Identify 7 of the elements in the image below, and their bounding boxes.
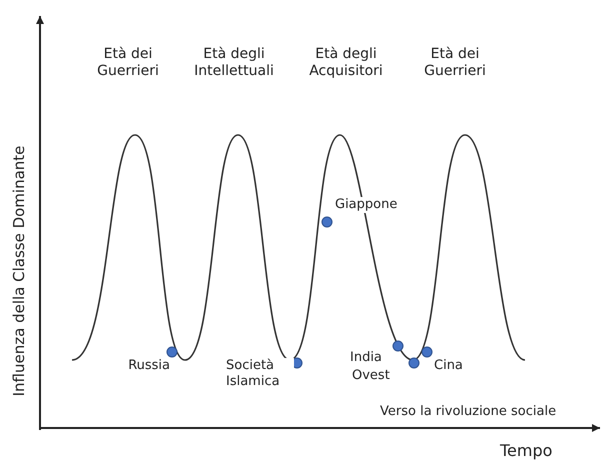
annotation-text: Verso la rivoluzione sociale (380, 404, 558, 420)
axis-title: Tempo (500, 441, 554, 460)
era-label: Età degli Intellettuali (193, 46, 275, 80)
axis-title: Influenza della Classe Dominante (10, 144, 28, 398)
era-label: Età dei Guerrieri (423, 46, 487, 80)
era-label: Età dei Guerrieri (96, 46, 160, 80)
era-label: Età degli Acquisitori (308, 46, 384, 80)
